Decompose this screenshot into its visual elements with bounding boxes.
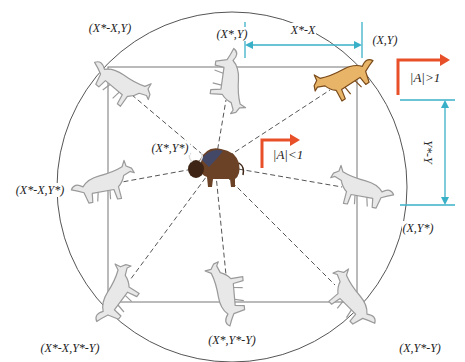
coordinate-label: (X*-X,Y*-Y) — [40, 341, 101, 355]
wolf — [68, 159, 138, 207]
coordinate-label: (X*,Y*-Y) — [207, 333, 257, 347]
wolf — [327, 164, 397, 212]
wolf — [81, 258, 150, 332]
coordinate-label: (X,Y) — [372, 33, 399, 47]
coordinate-label: (X*-X,Y*) — [15, 183, 65, 197]
coordinate-label: |A|>1 — [409, 71, 441, 85]
bison-tail — [239, 163, 244, 175]
bison-horns — [189, 153, 202, 162]
coordinate-label: Y*-Y — [421, 139, 435, 164]
bison-prey — [188, 148, 244, 187]
coordinate-label: (X*-X,Y) — [88, 21, 132, 35]
bison-body — [199, 148, 240, 187]
wolf — [84, 47, 158, 117]
ray — [132, 95, 215, 165]
coordinate-label: (X,Y*-Y) — [398, 341, 442, 355]
coordinate-label: (X*,Y) — [216, 27, 249, 41]
coordinate-label: (X,Y*) — [402, 221, 435, 235]
bison-head — [188, 160, 204, 178]
moving-wolf — [308, 44, 383, 110]
coordinate-label: (X*,Y*) — [151, 141, 190, 155]
ray — [130, 165, 215, 280]
coordinate-label: |A|<1 — [272, 148, 304, 162]
wolf — [204, 260, 247, 328]
bison-hump — [201, 150, 223, 167]
dimension-y — [400, 100, 455, 205]
dashed-rays — [122, 90, 342, 285]
wolf — [317, 263, 389, 335]
dimension-x — [245, 22, 362, 58]
wolves — [68, 46, 397, 335]
coefficient-flag — [398, 54, 450, 95]
search-circle — [57, 12, 407, 362]
coordinate-label: X*-X — [290, 23, 317, 37]
ray — [215, 165, 226, 275]
wolf — [208, 46, 254, 116]
